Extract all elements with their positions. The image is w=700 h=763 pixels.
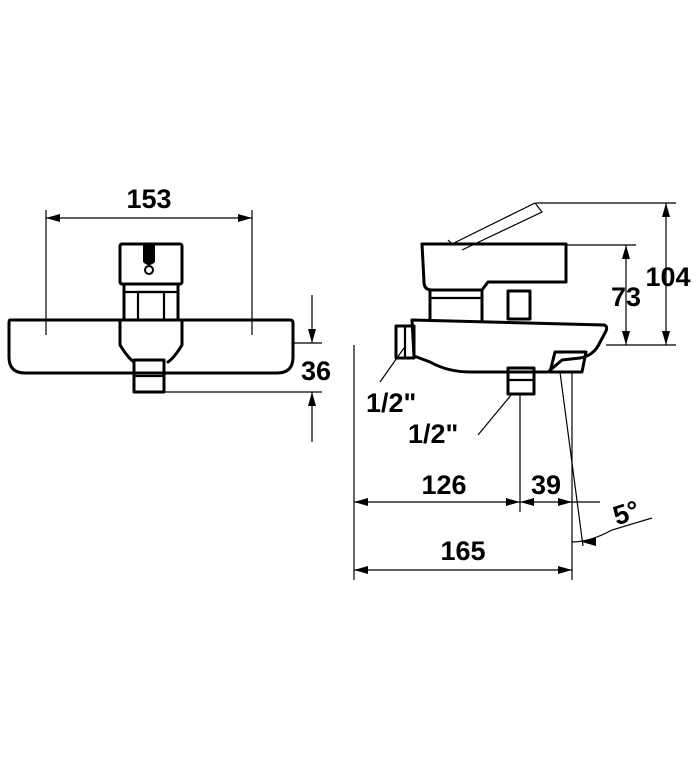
side-view: 1/2" 1/2" 104 73 126 39 [353,202,691,580]
angle-label: 5° [609,495,643,532]
front-cartridge [136,290,166,322]
leader-bottom-thread [477,393,513,436]
dim-104-label: 104 [645,262,690,292]
dim-165-label: 165 [440,536,485,566]
front-neck [122,282,180,322]
dim-126-label: 126 [421,470,466,500]
front-body [7,318,295,375]
handle-dot [144,265,154,275]
side-spout-outlet [548,350,588,374]
dim-36-label: 36 [301,356,331,386]
dim-153-label: 153 [126,184,171,214]
thread-left-label: 1/2" [366,388,416,418]
side-left-inlet [394,324,416,360]
handle-mark [143,244,155,265]
leader-left-thread [379,347,405,383]
front-lower-body [118,318,184,364]
front-view: 153 36 [7,184,331,442]
side-handle [420,242,568,292]
side-diverter-knob [506,289,532,321]
side-neck [428,288,484,322]
dim-73-label: 73 [611,282,641,312]
side-handle-ghost [451,202,543,251]
dim-39-label: 39 [531,470,561,500]
thread-bottom-label: 1/2" [408,419,458,449]
side-spout-body [410,318,609,374]
